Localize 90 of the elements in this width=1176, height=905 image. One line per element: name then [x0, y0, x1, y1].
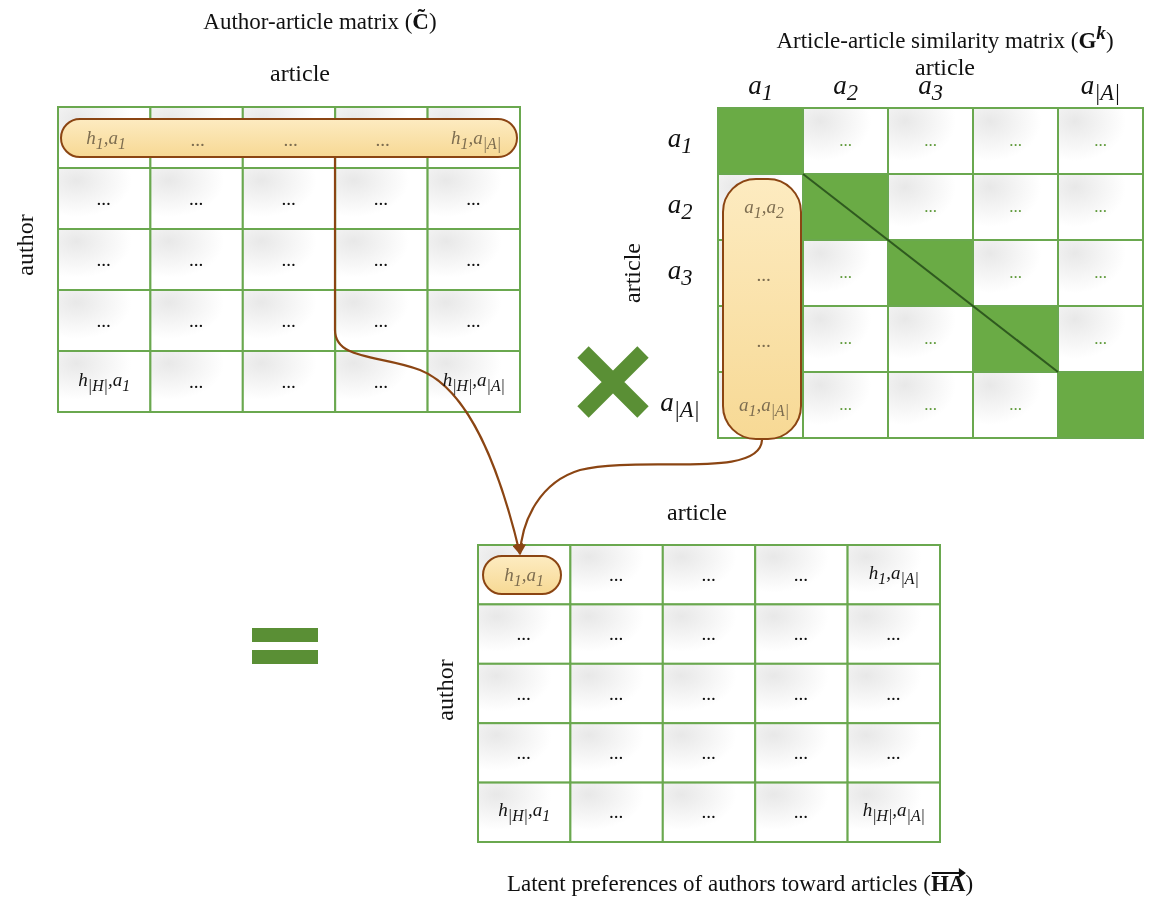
cell-text: ... [609, 563, 624, 586]
cell-text: ... [701, 563, 717, 586]
axis-label: author [431, 659, 459, 721]
highlight-band [722, 178, 802, 440]
cell-text: ... [189, 187, 204, 210]
cell-text: h$_{1}$,a$_{|A|}$ [868, 561, 919, 588]
cell-text: ... [97, 248, 112, 271]
cell-text: ... [839, 131, 852, 151]
cell-text: ... [924, 131, 937, 151]
arrow [515, 439, 764, 556]
cell-text: h$_{|H|}$,a$_{1}$ [78, 368, 131, 395]
cell-text: ... [839, 395, 852, 415]
axis-label: article [667, 498, 727, 526]
cell-text: ... [609, 682, 624, 705]
matrix-title: Author-article matrix (C̃) [203, 9, 437, 35]
cell-text: ... [374, 187, 389, 210]
cell-text: h$_{1}$,a$_{|A|}$ [451, 127, 501, 153]
index-label: a$_{2}$ [667, 188, 693, 226]
cell-text: ... [1094, 329, 1107, 349]
cell-text: ... [1094, 263, 1107, 283]
cell-text: ... [1009, 395, 1022, 415]
arrow [333, 158, 523, 556]
cell-text: ... [924, 395, 937, 415]
cell-text: ... [374, 370, 389, 393]
cell-text: ... [794, 563, 809, 586]
cell-text: ... [886, 741, 901, 764]
cell-text: ... [374, 309, 389, 332]
cell-text: ... [375, 129, 391, 151]
cell-text: h$_{|H|}$,a$_{1}$ [498, 799, 551, 826]
cell-text: ... [1094, 197, 1107, 217]
cell-text: ... [189, 370, 204, 393]
cell-text: ... [701, 623, 717, 646]
cell-text: ... [886, 623, 901, 646]
cell-text: ... [281, 370, 297, 393]
index-label: a$_{2}$ [833, 69, 858, 107]
matrix-title: Article-article similarity matrix (G$^{k}$) [776, 22, 1114, 54]
axis-label: article [270, 59, 330, 87]
cell-text: ... [517, 682, 532, 705]
highlight-band [482, 555, 562, 595]
cell-text: ... [1009, 197, 1022, 217]
cell-text: ... [517, 741, 532, 764]
cell-text: ... [189, 309, 204, 332]
cell-text: ... [517, 623, 532, 646]
cell-text: ... [466, 248, 481, 271]
cell-text: ... [756, 330, 772, 352]
cell-text: ... [374, 248, 389, 271]
index-label: a$_{1}$ [748, 69, 773, 107]
cell-text: ... [794, 801, 809, 824]
cell-text: h$_{1}$,a$_{1}$ [504, 564, 544, 590]
cell-text: ... [609, 623, 624, 646]
cell-text: ... [466, 187, 481, 210]
cell-text: a$_{1}$,a$_{2}$ [744, 196, 784, 222]
cell-text: ... [283, 129, 299, 151]
cell-text: ... [281, 187, 297, 210]
cell-text: ... [609, 741, 624, 764]
highlight-band [60, 118, 518, 158]
axis-label: article [618, 243, 646, 303]
cell-text: ... [190, 129, 206, 151]
cell-text: ... [189, 248, 204, 271]
cell-text: a$_{1}$,a$_{|A|}$ [739, 394, 789, 420]
cell-text: h$_{1}$,a$_{1}$ [86, 127, 126, 153]
cell-text: ... [1094, 131, 1107, 151]
cell-text: ... [281, 248, 297, 271]
cell-text: ... [924, 197, 937, 217]
cell-text: h$_{|H|}$,a$_{|A|}$ [442, 368, 505, 395]
cell-text: ... [839, 263, 852, 283]
cell-text: ... [794, 623, 809, 646]
cell-text: ... [756, 264, 772, 286]
index-label: a$_{1}$ [667, 122, 693, 160]
cell-text: ... [839, 329, 852, 349]
cell-text: ... [97, 309, 112, 332]
cell-text: ... [794, 682, 809, 705]
cell-text: ... [701, 741, 717, 764]
cell-text: ... [1009, 263, 1022, 283]
cell-text: ... [281, 309, 297, 332]
cell-text: ... [794, 741, 809, 764]
cell-text: ... [924, 329, 937, 349]
matrix-caption: Latent preferences of authors toward articles (HA) [506, 871, 974, 897]
index-label: a$_{3}$ [667, 254, 693, 292]
cell-text: ... [466, 309, 481, 332]
cell-text: ... [609, 801, 624, 824]
cell-text: h$_{|H|}$,a$_{|A|}$ [862, 799, 925, 826]
index-label: a$_{|A|}$ [1080, 69, 1121, 107]
axis-label: author [11, 214, 39, 276]
cell-text: ... [701, 682, 717, 705]
cell-text: ... [701, 801, 717, 824]
cell-text: ... [886, 682, 901, 705]
cell-text: ... [1009, 131, 1022, 151]
cell-text: ... [97, 187, 112, 210]
index-label: a$_{|A|}$ [660, 386, 700, 424]
